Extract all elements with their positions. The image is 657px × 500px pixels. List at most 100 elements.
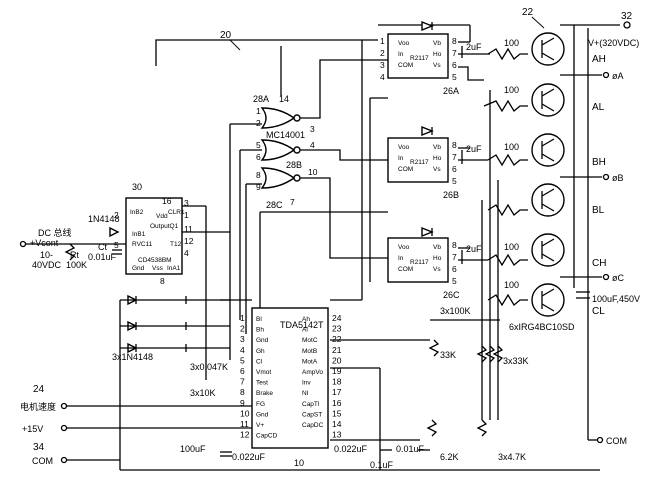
tda-left-pin-label: Brake (256, 390, 273, 397)
resistor-100-ah (487, 47, 528, 61)
nor-gate-a (260, 107, 296, 129)
pin-number: 5 (452, 276, 457, 286)
wire (458, 66, 484, 81)
label-100uf: 100uF (180, 444, 206, 454)
resistor-100-al (483, 99, 528, 113)
tda-right-pin-number: 14 (332, 419, 342, 429)
pin-number: 3 (184, 198, 189, 208)
pin-number: 7 (452, 152, 457, 162)
tda-right-pin-label: Ah (302, 316, 310, 323)
label-AL: AL (592, 102, 605, 113)
tda-right-pin-number: 23 (332, 324, 342, 334)
label-com-right: COM (606, 436, 627, 446)
pin-label: T12 (170, 241, 182, 248)
pin-label: Voo (398, 144, 410, 151)
tda-left-pins: Bl1Bh2Gnd3Gh4Cl5Vmot6Test7Brake8FG9Gnd10… (240, 313, 278, 440)
nor-gate-a-bubble (293, 114, 301, 122)
igbt-bridge: AH AL BH BL CH CL 6xIRG4BC10SD (509, 32, 606, 332)
pin-label: In (398, 51, 404, 58)
driver-26B-body (387, 137, 449, 183)
left-io: 电机速度 +15V COM (20, 401, 600, 471)
igbt-part-label: 6xIRG4BC10SD (509, 322, 575, 332)
label-rt-value: 100K (66, 260, 87, 270)
tda-right-pin-label: Al (302, 327, 308, 334)
label-ct: Ct (98, 242, 107, 252)
resistor-33k-a (476, 345, 488, 363)
tda-left-pin-number: 12 (240, 430, 250, 440)
tda-right-pin-label: MotC (302, 337, 318, 344)
label-vcont-range: 10- (40, 250, 53, 260)
label-001uf: 0.01uF (396, 444, 425, 454)
terminal-phase-a[interactable] (602, 71, 610, 79)
pin-number: 8 (452, 140, 457, 150)
label-speed: 电机速度 (20, 401, 56, 412)
pin-number: 8 (452, 36, 457, 46)
label-bus-cap: 100uF,450V (592, 294, 640, 304)
label-3x10k: 3x10K (190, 388, 216, 398)
terminal-phase-c[interactable] (602, 273, 610, 281)
tda5142-body (251, 307, 329, 449)
pin-label: Vb (433, 40, 441, 47)
pin-number: 7 (290, 197, 295, 207)
ref-26C: 26C (443, 290, 460, 300)
pin-number: 1 (256, 106, 261, 116)
terminal-vcont[interactable] (19, 240, 27, 248)
nor-gate-b (260, 139, 296, 161)
pin-number: 16 (162, 196, 172, 206)
igbt-bl (531, 183, 565, 217)
terminal-speed[interactable] (60, 402, 68, 410)
pin-label: Vb (433, 144, 441, 151)
label-vcont-range2: 40VDC (32, 260, 62, 270)
label-AH: AH (592, 54, 606, 65)
pin-label: Vs (433, 62, 441, 69)
ref-20-arrow (229, 39, 241, 51)
resistor-rt (64, 243, 76, 261)
pin-number: 8 (452, 240, 457, 250)
driver-26A-cap: 2uF (466, 42, 482, 52)
tda-left-pin-label: Bl (256, 316, 262, 323)
pin-number: 8 (256, 170, 261, 180)
nor-gate-c-bubble (293, 174, 301, 182)
tda-right-pin-number: 15 (332, 408, 342, 418)
resistor-100-bl (487, 203, 528, 217)
ref-20: 20 (220, 30, 232, 41)
tda-right-pin-label: Inv (302, 380, 311, 387)
pin-number: 8 (160, 276, 165, 286)
diode-label-1n4148: 1N4148 (88, 214, 120, 224)
terminal-com-right[interactable] (596, 436, 604, 444)
pin-label: InB1 (132, 231, 146, 238)
ref-32: 32 (621, 11, 633, 22)
pin-number: 5 (452, 72, 457, 82)
driver-26C-part: R2117 (410, 259, 429, 266)
mc14001-label: MC14001 (266, 130, 305, 140)
pin-label: Vdd (156, 213, 168, 220)
diode-1n4148-input (109, 226, 120, 238)
tda-left-pin-label: Gh (256, 348, 265, 355)
driver-26C-cap: 2uF (466, 244, 482, 254)
terminal-com-left[interactable] (60, 456, 68, 464)
terminal-15v[interactable] (60, 424, 68, 432)
resistor-47k (476, 419, 488, 437)
pin-label: OutputQ1 (150, 223, 179, 230)
wire-top-1 (155, 39, 378, 66)
label-15v: +15V (22, 424, 43, 434)
wire-gate-c-out (300, 177, 388, 259)
ref-22: 22 (522, 7, 534, 18)
cd4538-part: CD4538BM (138, 257, 172, 264)
tda-left-pin-label: Gnd (256, 337, 269, 344)
tda-right-pin-number: 13 (332, 430, 342, 440)
pin-label: RVC11 (132, 241, 153, 248)
tda-right-pin-number: 18 (332, 377, 342, 387)
chip-cd4538bm: 30 InB2 Vdd CLR1 InB1 OutputQ1 RVC11 T12… (114, 182, 194, 286)
label-33k: 33K (440, 350, 456, 360)
terminal-phase-b[interactable] (602, 173, 610, 181)
pin-number: 3 (310, 124, 315, 134)
ref-28A: 28A (253, 94, 269, 104)
tda-left-pin-number: 8 (240, 387, 245, 397)
terminal-vplus[interactable] (623, 21, 631, 29)
tda-left-pin-number: 10 (240, 408, 250, 418)
ref-28B: 28B (286, 160, 302, 170)
pin-number: 9 (256, 182, 261, 192)
resistor-100-bh (487, 153, 528, 167)
